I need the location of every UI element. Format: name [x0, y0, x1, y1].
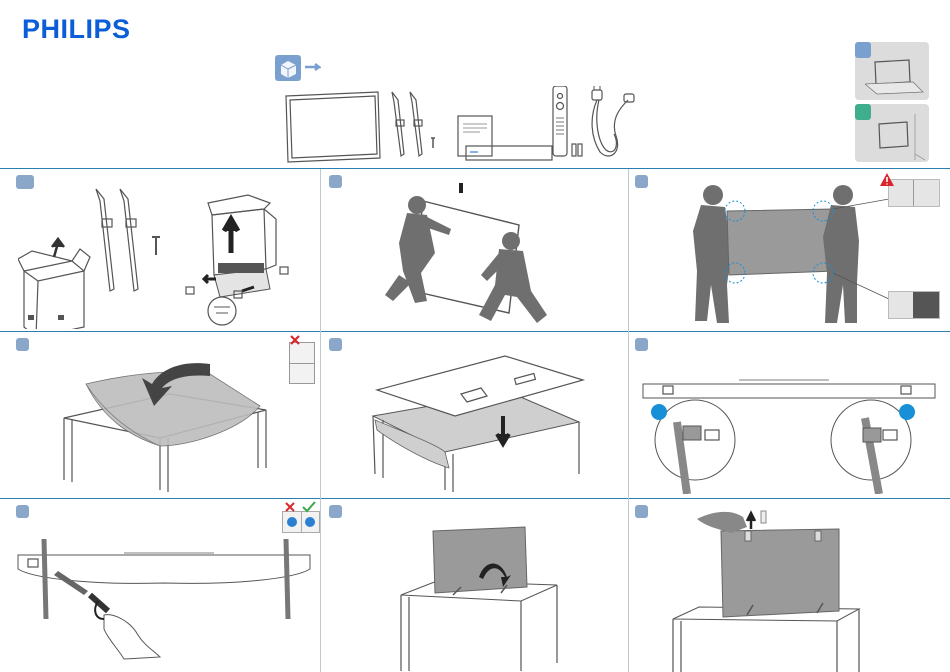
cross-icon — [284, 501, 296, 513]
step-7-badge — [16, 505, 29, 518]
step-6-illustration — [639, 374, 939, 494]
box-contents-illustration — [280, 86, 640, 166]
option-a-panel — [855, 42, 929, 100]
carry-callout-bottom — [888, 291, 940, 319]
step-5-illustration — [369, 350, 629, 496]
tv-on-stand-icon — [865, 54, 925, 96]
step-1-panel — [0, 169, 320, 331]
step-4-illustration — [60, 350, 280, 494]
step-8-illustration — [397, 525, 577, 671]
brand-logo: PHILIPS — [22, 14, 131, 45]
step-5-panel — [321, 332, 628, 498]
option-b-panel — [855, 104, 929, 162]
step-3-badge — [635, 175, 648, 188]
step-8-badge — [329, 505, 342, 518]
cross-icon — [289, 334, 301, 346]
tv-panel-item — [286, 92, 380, 162]
tv-wall-mount-icon — [865, 114, 925, 160]
warning-callout-top — [888, 179, 940, 207]
step-3-panel — [629, 169, 950, 331]
step-1-illustration — [18, 179, 318, 329]
step-4-badge — [16, 338, 29, 351]
stand-legs-item — [392, 92, 435, 156]
step-2-illustration — [381, 183, 621, 331]
step-9-panel — [629, 499, 950, 672]
step-9-badge — [635, 505, 648, 518]
carrier-left — [693, 185, 731, 323]
step-5-badge — [329, 338, 342, 351]
screw-guidance-icons — [282, 511, 320, 533]
step-6-panel — [629, 332, 950, 498]
step-6-badge — [635, 338, 648, 351]
remote-control-item — [553, 86, 582, 156]
power-cable-item — [592, 86, 634, 156]
surface-guidance-icons — [289, 342, 315, 384]
step-4-panel — [0, 332, 320, 498]
check-icon — [302, 501, 316, 513]
step-7-panel — [0, 499, 320, 672]
step-8-panel — [321, 499, 628, 672]
step-7-illustration — [14, 539, 314, 665]
manual-item — [458, 116, 552, 160]
box-contents-icon — [275, 55, 321, 81]
step-9-illustration — [669, 509, 899, 672]
step-2-panel — [321, 169, 628, 331]
warning-icon — [880, 173, 894, 186]
step-2-badge — [329, 175, 342, 188]
